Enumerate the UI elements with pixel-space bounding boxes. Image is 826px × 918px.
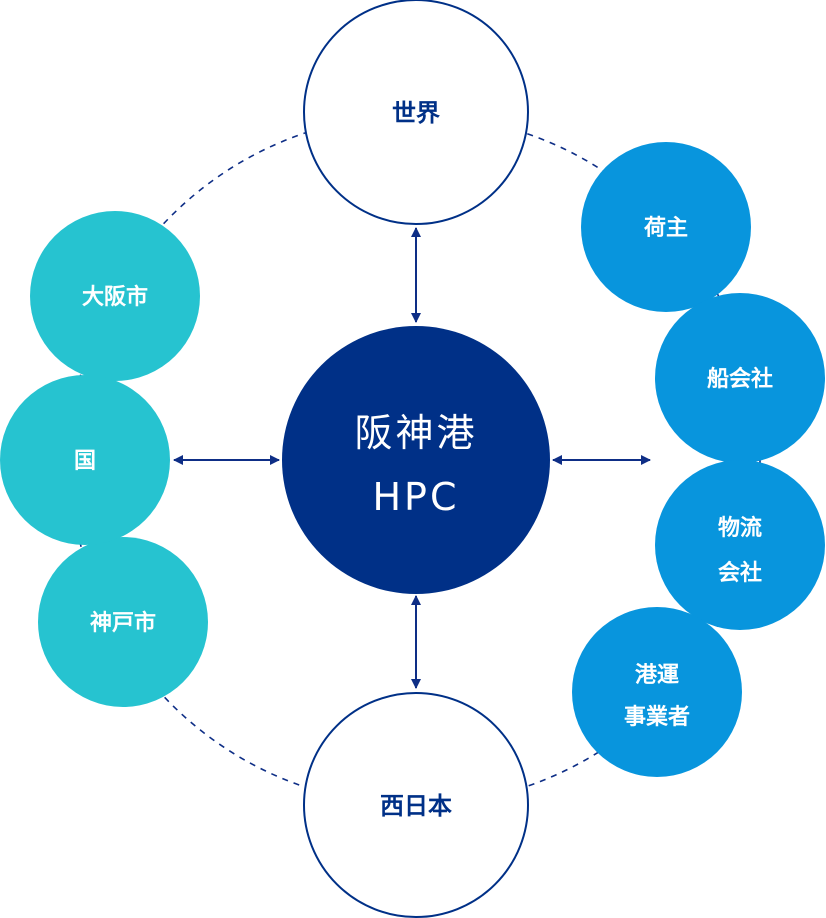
node-shipping-company: 船会社 — [655, 293, 825, 463]
node-kobe-city: 神戸市 — [38, 537, 208, 707]
hub-label-line1: 阪神港 — [354, 411, 477, 455]
node-logistics-company: 物流 会社 — [655, 460, 825, 630]
node-national-government: 国 — [0, 375, 170, 545]
node-port-operators-label-1: 港運 — [635, 663, 679, 688]
node-hanshin-port-hpc: 阪神港 HPC — [282, 326, 550, 594]
node-west-japan-label: 西日本 — [380, 792, 452, 820]
node-shippers: 荷主 — [581, 142, 751, 312]
node-west-japan: 西日本 — [303, 692, 529, 918]
node-world-label: 世界 — [392, 99, 440, 127]
node-port-operators: 港運 事業者 — [572, 607, 742, 777]
node-logistics-company-label-2: 会社 — [718, 560, 762, 586]
node-port-operators-label-2: 事業者 — [624, 704, 690, 730]
node-world: 世界 — [303, 0, 529, 225]
node-osaka-city-label: 大阪市 — [82, 284, 148, 310]
node-osaka-city: 大阪市 — [30, 211, 200, 381]
node-shippers-label: 荷主 — [644, 216, 688, 241]
node-shipping-company-label: 船会社 — [707, 366, 773, 392]
node-kobe-city-label: 神戸市 — [90, 610, 156, 636]
hub-label-line2: HPC — [372, 475, 459, 519]
node-national-government-label: 国 — [74, 449, 96, 474]
node-logistics-company-label-1: 物流 — [718, 515, 762, 541]
